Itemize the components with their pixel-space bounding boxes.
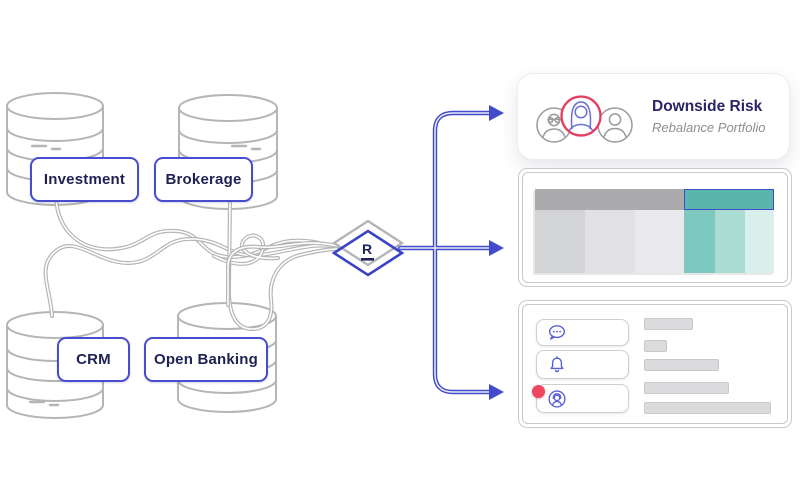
bell-icon bbox=[550, 355, 564, 372]
report-table-card bbox=[518, 168, 792, 287]
support-agent-icon bbox=[548, 389, 566, 408]
table-column-gray-3 bbox=[635, 210, 684, 273]
table-column-teal-2 bbox=[715, 210, 745, 273]
source-label-brokerage: Brokerage bbox=[154, 157, 253, 202]
source-label-open-banking: Open Banking bbox=[144, 337, 268, 382]
source-label-open-banking-text: Open Banking bbox=[153, 351, 259, 368]
flow-connector bbox=[397, 105, 504, 400]
notifications-card bbox=[518, 300, 792, 428]
arrow-middle-icon bbox=[489, 240, 504, 256]
source-label-crm-text: CRM bbox=[76, 351, 111, 368]
table-column-teal-3 bbox=[745, 210, 774, 273]
downside-risk-card: Downside Risk Rebalance Portfolio bbox=[517, 73, 790, 160]
source-label-brokerage-text: Brokerage bbox=[165, 171, 242, 188]
placeholder-bar-2 bbox=[644, 340, 667, 352]
source-label-investment-text: Investment bbox=[43, 171, 126, 188]
hub-diamond-icon: R bbox=[331, 219, 405, 277]
table-header-gray bbox=[535, 189, 684, 210]
notification-row-agent bbox=[536, 384, 629, 413]
placeholder-bar-5 bbox=[644, 402, 771, 414]
notification-row-bell bbox=[536, 350, 629, 379]
report-table-body bbox=[535, 210, 774, 273]
source-label-investment: Investment bbox=[30, 157, 139, 202]
table-column-gray-1 bbox=[535, 210, 585, 273]
report-table bbox=[535, 189, 774, 273]
tangled-data-lines bbox=[43, 196, 339, 332]
hub-label: R bbox=[362, 241, 372, 257]
avatar-highlighted-icon bbox=[560, 94, 602, 137]
report-table-header bbox=[535, 189, 774, 210]
alert-badge-dot bbox=[532, 385, 545, 398]
placeholder-bar-4 bbox=[644, 382, 729, 394]
avatar-group-icon bbox=[536, 94, 633, 143]
avatar-right-icon bbox=[597, 106, 633, 143]
arrow-bottom-icon bbox=[489, 384, 504, 400]
placeholder-bar-3 bbox=[644, 359, 719, 371]
table-column-gray-2 bbox=[585, 210, 635, 273]
arrow-top-icon bbox=[489, 105, 504, 121]
notification-row-chat bbox=[536, 319, 629, 346]
source-label-crm: CRM bbox=[57, 337, 130, 382]
chat-dots-icon bbox=[548, 324, 566, 340]
downside-risk-title: Downside Risk bbox=[652, 98, 763, 115]
hub-underline bbox=[361, 258, 374, 261]
table-column-teal-1 bbox=[684, 210, 715, 273]
placeholder-bar-1 bbox=[644, 318, 693, 330]
downside-risk-subtitle: Rebalance Portfolio bbox=[652, 120, 766, 135]
table-header-teal-highlighted bbox=[684, 189, 774, 210]
